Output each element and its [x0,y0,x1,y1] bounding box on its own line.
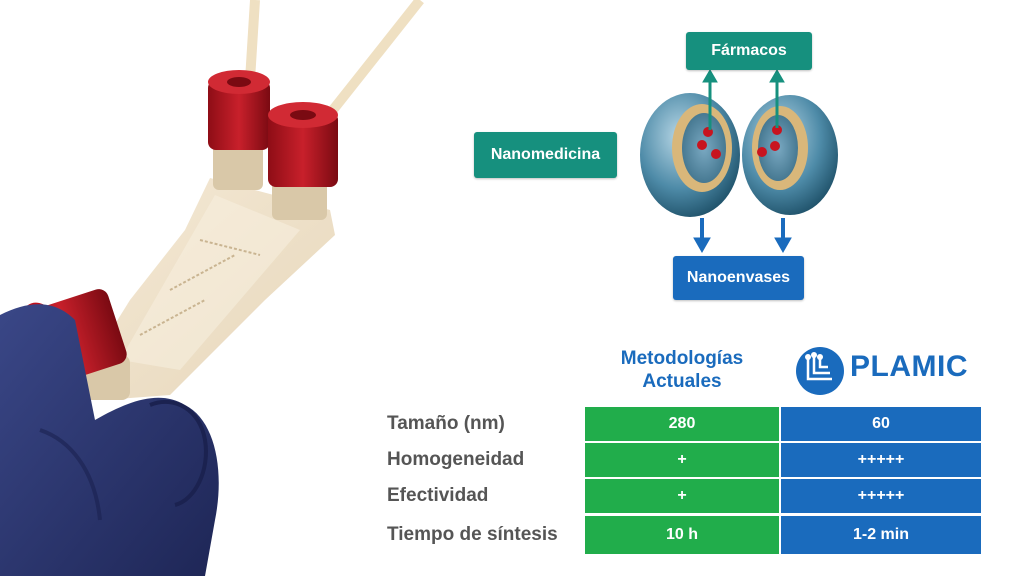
row-label-size: Tamaño (nm) [387,413,505,434]
drugs-label: Fármacos [686,32,812,70]
nanocarriers-label: Nanoenvases [673,256,804,300]
arrow-icon [693,218,792,254]
plamic-value-synthesis-time: 1-2 min [781,516,981,554]
current-value-homogeneity: + [585,443,779,477]
current-methods-header: Metodologías Actuales [620,348,744,392]
nanomedicine-label: Nanomedicina [474,132,617,178]
plamic-value-effectiveness: +++++ [781,479,981,513]
plamic-value-size: 60 [781,407,981,441]
plamic-value-homogeneity: +++++ [781,443,981,477]
arrow-icon [702,69,785,130]
liposome-right [742,95,838,215]
microfluidic-chip-photo [0,0,424,576]
current-value-size: 280 [585,407,779,441]
gloved-hand [0,304,219,576]
row-label-effectiveness: Efectividad [387,485,489,506]
connector-cap [268,102,338,220]
connector-cap [208,70,270,190]
nanoparticle-diagram [640,69,838,254]
plamic-brand-header: PLAMIC [850,350,968,383]
liposome-left [640,93,740,217]
current-value-effectiveness: + [585,479,779,513]
row-label-homogeneity: Homogeneidad [387,449,525,470]
chip-body [80,178,335,400]
current-value-synthesis-time: 10 h [585,516,779,554]
row-label-synthesis-time: Tiempo de síntesis [387,524,558,545]
plamic-circuit-logo-icon [796,347,844,395]
